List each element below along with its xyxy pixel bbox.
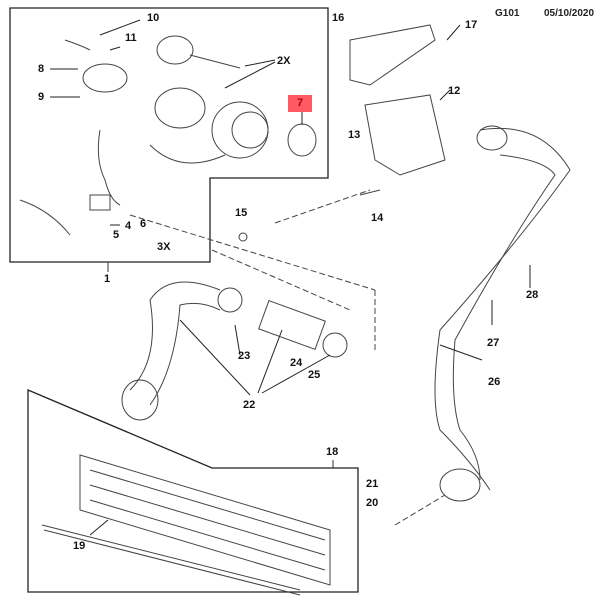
- part-label-5[interactable]: 5: [113, 229, 120, 241]
- part-label-13[interactable]: 13: [348, 129, 361, 141]
- part-label-4[interactable]: 4: [125, 220, 132, 232]
- part-label-21[interactable]: 21: [366, 478, 379, 490]
- part-label-10[interactable]: 10: [147, 12, 160, 24]
- highlighted-part-7[interactable]: 7: [288, 95, 312, 112]
- part-label-9[interactable]: 9: [38, 91, 45, 103]
- turbocharger-drawing: [19, 35, 317, 242]
- part-label-26[interactable]: 26: [488, 376, 501, 388]
- part-label-6[interactable]: 6: [140, 218, 147, 230]
- part-label-15[interactable]: 15: [235, 207, 248, 219]
- part-label-25[interactable]: 25: [308, 369, 321, 381]
- part-label-8[interactable]: 8: [38, 63, 45, 75]
- group-box-1: [9, 7, 329, 263]
- part-label-28[interactable]: 28: [526, 289, 539, 301]
- part-label-14[interactable]: 14: [371, 212, 384, 224]
- part-label-24[interactable]: 24: [290, 357, 303, 369]
- part-label-23[interactable]: 23: [238, 350, 251, 362]
- part-label-11[interactable]: 11: [125, 32, 137, 44]
- intake-hose-22: [121, 281, 348, 421]
- part-label-27[interactable]: 27: [487, 337, 500, 349]
- intercooler-drawing: [41, 454, 331, 596]
- part-label-18[interactable]: 18: [326, 446, 339, 458]
- part-label-12[interactable]: 12: [448, 85, 461, 97]
- outlet-hose-26: [434, 125, 571, 502]
- part-label-1[interactable]: 1: [104, 273, 111, 285]
- manifold-drawing: [349, 24, 446, 196]
- part-label-16[interactable]: 16: [332, 12, 345, 24]
- diagram-code: G101: [495, 8, 520, 19]
- diagram-date: 05/10/2020: [544, 8, 595, 19]
- part-label-22[interactable]: 22: [243, 399, 256, 411]
- part-label-19[interactable]: 19: [73, 540, 86, 552]
- part-label-3x[interactable]: 3X: [157, 241, 171, 253]
- part-label-17[interactable]: 17: [465, 19, 478, 31]
- part-label-2x[interactable]: 2X: [277, 55, 291, 67]
- group-box-18: [27, 389, 359, 593]
- part-label-20[interactable]: 20: [366, 497, 379, 509]
